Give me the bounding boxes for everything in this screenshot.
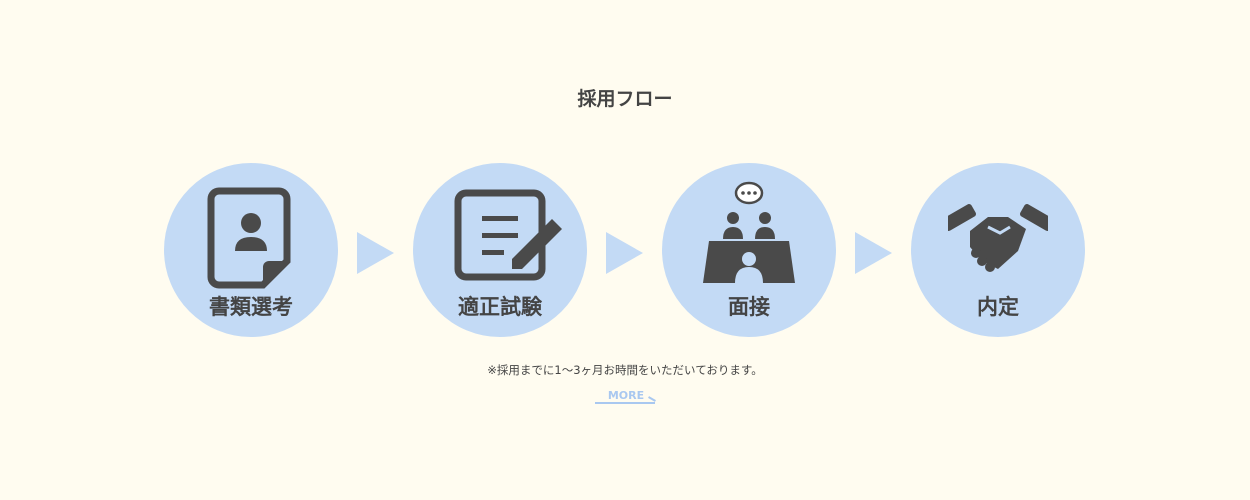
more-link[interactable]: MORE: [607, 389, 645, 402]
arrow-right-icon: [855, 232, 892, 274]
more-underline: [595, 402, 655, 404]
step-job-offer: 内定: [911, 163, 1085, 337]
handshake-icon: [948, 204, 1048, 272]
flow-note: ※採用までに1〜3ヶ月お時間をいただいております。: [487, 363, 763, 377]
arrow-right-icon: [606, 232, 643, 274]
arrow-right-icon: [357, 232, 394, 274]
step-aptitude-test: 適正試験: [413, 163, 587, 337]
section-title: 採用フロー: [577, 88, 673, 110]
step-label: 書類選考: [209, 295, 293, 319]
step-interview: 面接: [662, 163, 836, 337]
step-document-screening: 書類選考: [164, 163, 338, 337]
step-label: 面接: [728, 295, 770, 319]
step-label: 適正試験: [458, 295, 542, 319]
interview-icon: [703, 181, 795, 283]
step-label: 内定: [977, 295, 1019, 319]
test-pencil-icon: [454, 189, 562, 281]
resume-icon: [207, 187, 291, 289]
